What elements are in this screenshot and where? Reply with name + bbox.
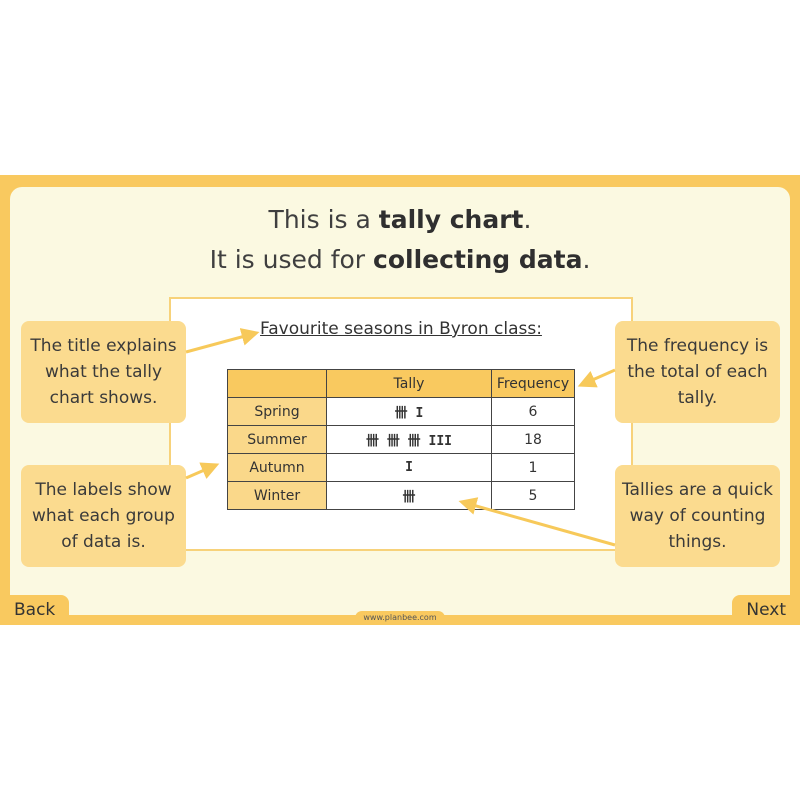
row-label: Autumn [227,453,327,482]
row-frequency: 6 [491,397,575,426]
tally-table: Tally Frequency Spring 卌 I 6 Summer 卌 卌 … [227,369,575,510]
callout-labels: The labels show what each group of data … [21,465,186,567]
chart-title: Favourite seasons in Byron class: [260,319,542,339]
row-label: Spring [227,397,327,426]
heading-line-2: It is used for collecting data. [209,245,591,274]
callout-tallies: Tallies are a quick way of counting thin… [615,465,780,567]
heading-line-1: This is a tally chart. [268,205,532,234]
header-frequency: Frequency [491,369,575,398]
slide-heading: This is a tally chart. It is used for co… [0,200,800,280]
row-tally: 卌 I [326,397,492,426]
next-button[interactable]: Next [732,595,800,625]
header-corner [227,369,327,398]
row-frequency: 5 [491,481,575,510]
header-tally: Tally [326,369,492,398]
table-row: Spring 卌 I 6 [227,397,575,426]
row-tally: 卌 卌 卌 III [326,425,492,454]
table-row: Autumn I 1 [227,453,575,482]
table-row: Winter 卌 5 [227,481,575,510]
row-frequency: 18 [491,425,575,454]
tally-chart-board: Favourite seasons in Byron class: Tally … [169,297,633,551]
table-header-row: Tally Frequency [227,369,575,398]
row-label: Winter [227,481,327,510]
row-label: Summer [227,425,327,454]
callout-title: The title explains what the tally chart … [21,321,186,423]
table-row: Summer 卌 卌 卌 III 18 [227,425,575,454]
row-frequency: 1 [491,453,575,482]
row-tally: I [326,453,492,482]
back-button[interactable]: Back [0,595,70,625]
row-tally: 卌 [326,481,492,510]
site-url: www.planbee.com [355,611,445,625]
callout-frequency: The frequency is the total of each tally… [615,321,780,423]
